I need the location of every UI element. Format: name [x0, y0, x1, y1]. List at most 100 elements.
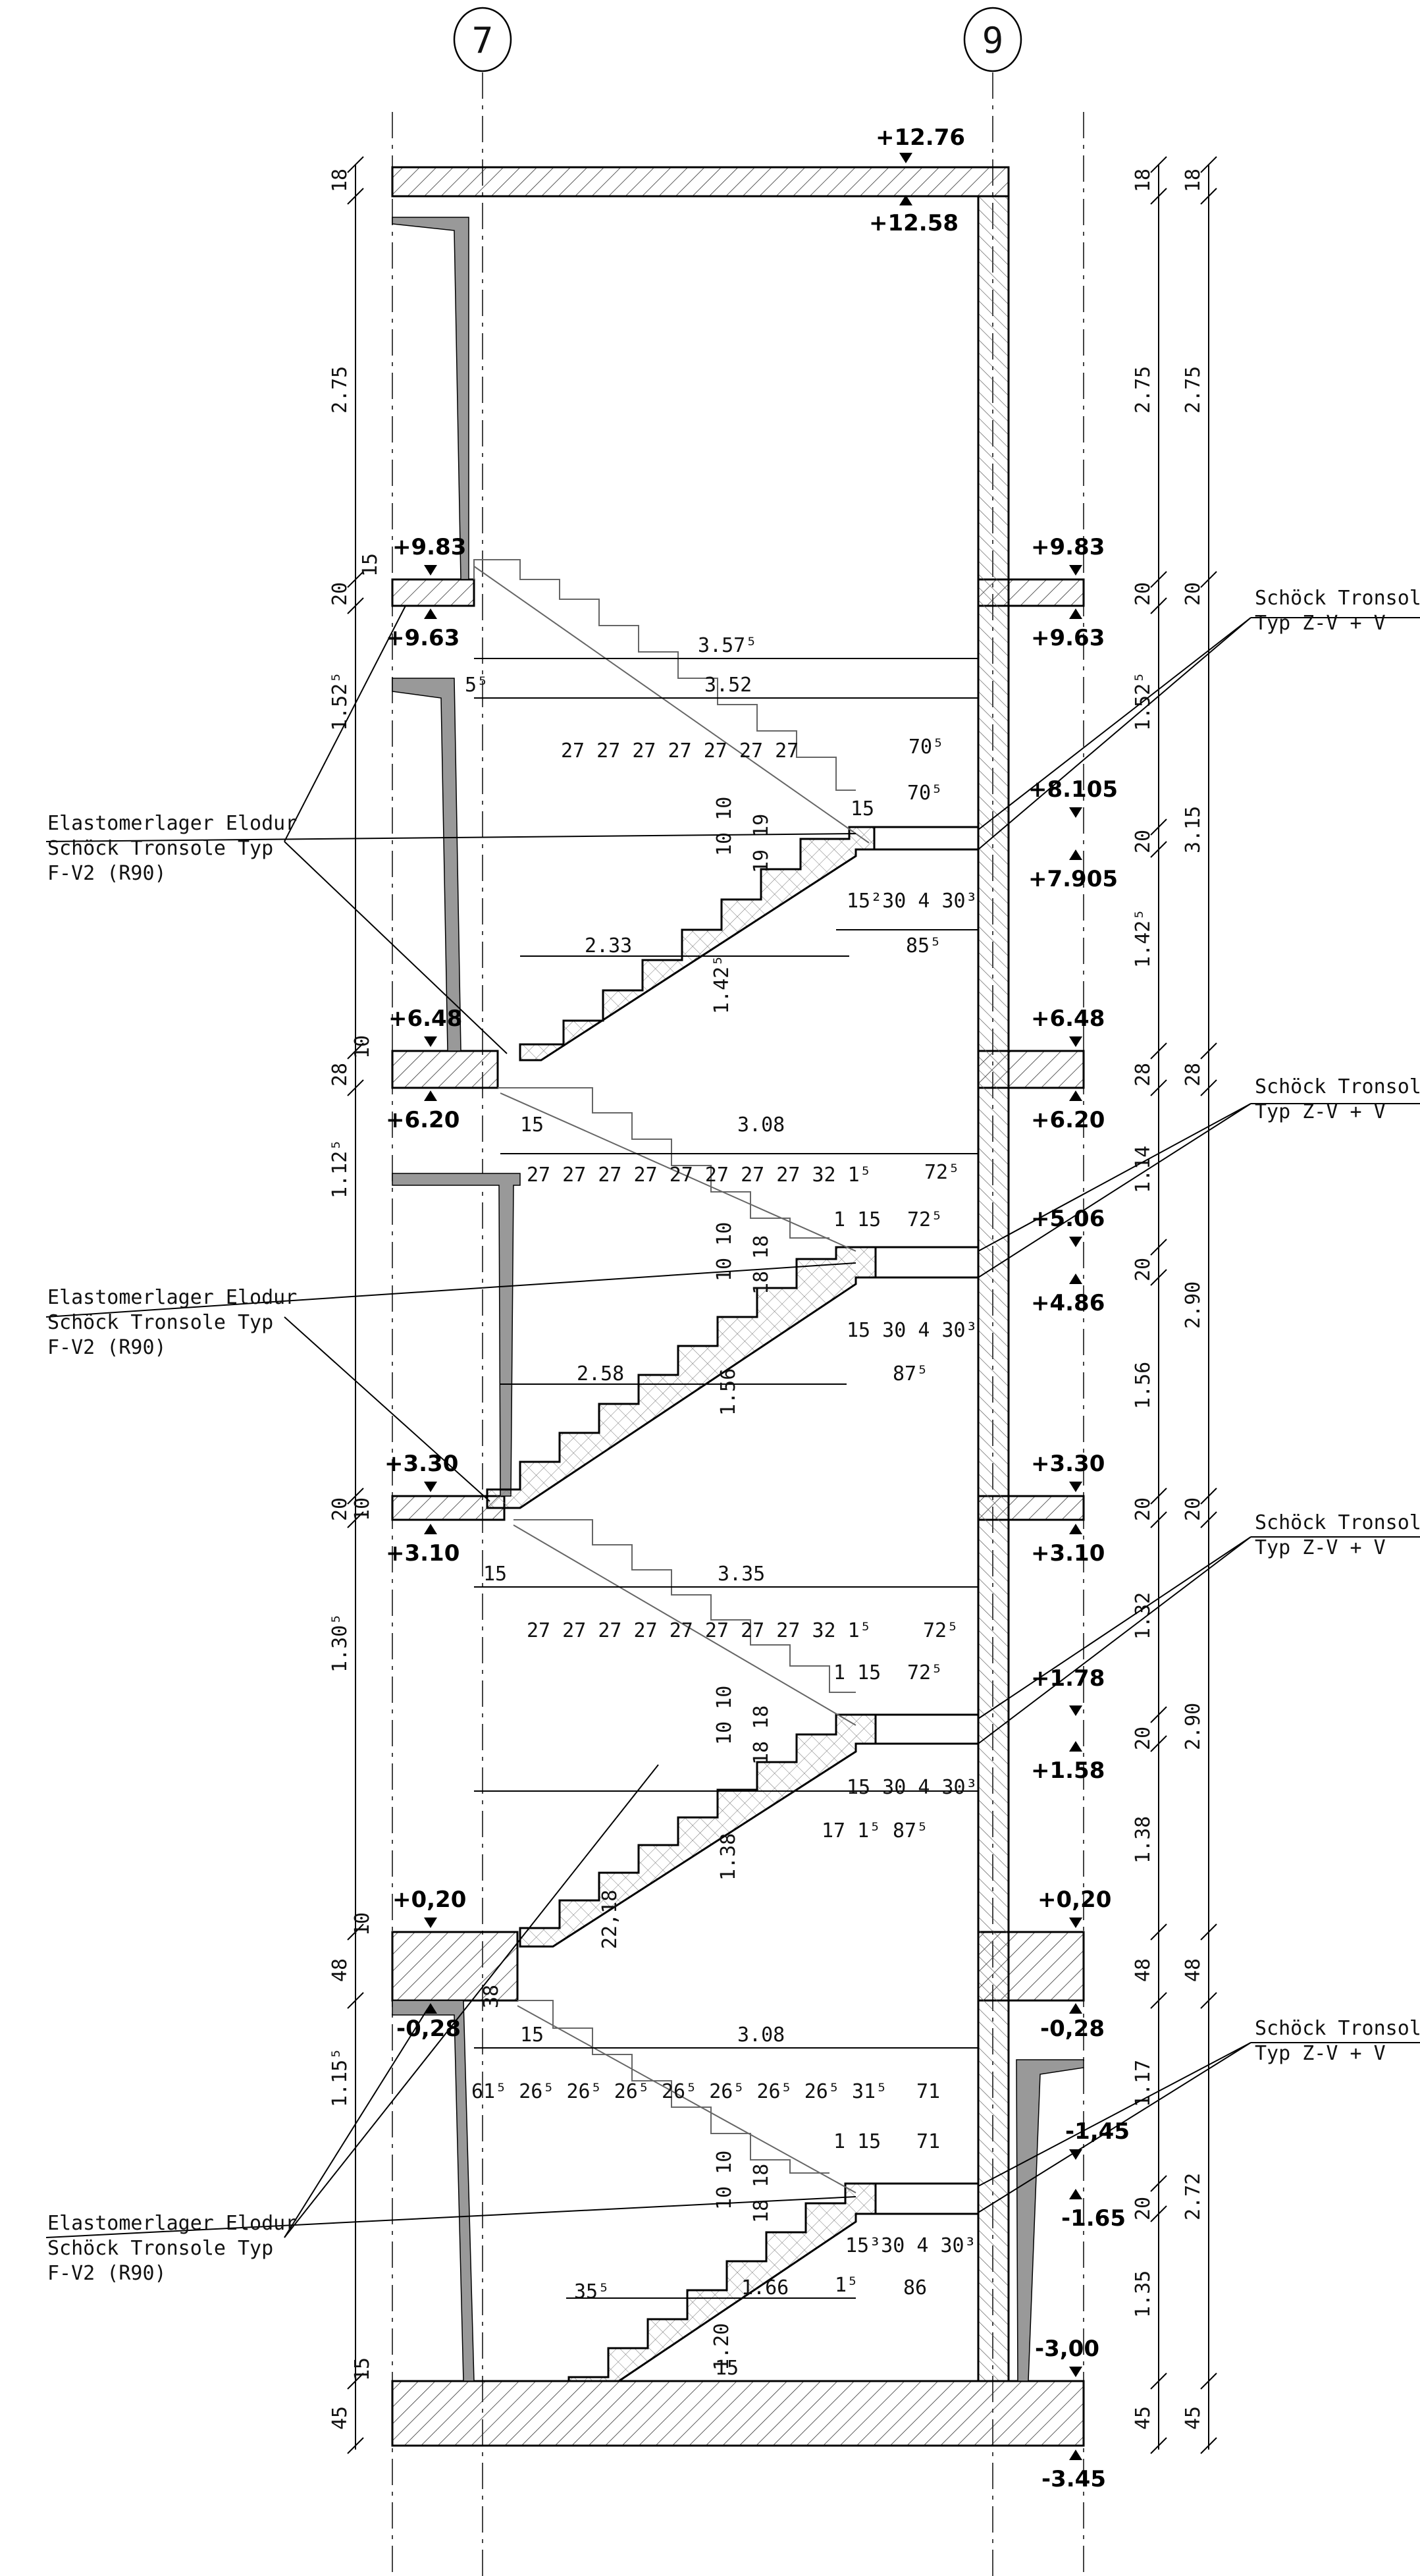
- level-labels-right: +12.76 +12.58 +9.83 +9.63 +8.105 +7.905 …: [869, 124, 1130, 2492]
- dim-right-13: 1.38: [1132, 1816, 1155, 1864]
- dim-right-16: 20: [1132, 2197, 1155, 2220]
- dim-right-12: 20: [1132, 1727, 1155, 1750]
- dim-total-4: 28: [1182, 1063, 1205, 1087]
- level-963-r: +9.63: [1031, 625, 1105, 651]
- f4-offset: 1 15: [833, 2130, 881, 2153]
- level-8105: +8.105: [1028, 776, 1118, 803]
- dim-total-2: 20: [1182, 582, 1205, 606]
- axis-label-7: 7: [472, 20, 494, 61]
- f1-landing: 70⁵: [908, 736, 944, 759]
- dim-right-18: 45: [1132, 2406, 1155, 2430]
- f2-span: 2.58: [577, 1362, 624, 1385]
- dim-right-7: 1.14: [1132, 1146, 1155, 1193]
- level-028-r: -0,28: [1040, 2016, 1105, 2042]
- level-983-l: +9.83: [392, 534, 466, 560]
- flight-3-dims: 3.35 15 27 27 27 27 27 27 27 27 32 1⁵ 72…: [483, 1563, 978, 1881]
- f3-rise: 1.38: [717, 1833, 740, 1881]
- f4-bottom2: 86: [903, 2276, 927, 2299]
- f4-landing: 71: [916, 2080, 940, 2103]
- note-left-3: Elastomerlager Elodur Schöck Tronsole Ty…: [47, 2212, 298, 2285]
- dim-left-7: 1.12⁵: [329, 1139, 352, 1198]
- level-028-l: -0,28: [396, 2016, 461, 2042]
- level-620-l: +6.20: [386, 1107, 460, 1133]
- dim-right-17: 1.35: [1132, 2270, 1155, 2318]
- misc-15b: 15: [715, 2357, 739, 2380]
- dim-total-5: 2.90: [1182, 1281, 1205, 1329]
- slab-648-left: [391, 1050, 499, 1089]
- f1-bottom2: 85⁵: [906, 934, 941, 957]
- f1-bottom: 15²30 4 30³: [847, 890, 978, 913]
- f3-bottom: 15 30 4 30³: [847, 1776, 978, 1799]
- f2-bottom: 15 30 4 30³: [847, 1319, 978, 1342]
- dim-right-0: 18: [1132, 169, 1155, 192]
- dim-left-12: 10: [351, 1912, 374, 1936]
- flight-3: [519, 1713, 980, 1948]
- axis-bubble-7: 7: [453, 7, 512, 72]
- f4-treads: 61⁵ 26⁵ 26⁵ 26⁵ 26⁵ 26⁵ 26⁵ 26⁵ 31⁵: [471, 2080, 887, 2103]
- level-178: +1.78: [1031, 1665, 1105, 1692]
- dim-right-10: 20: [1132, 1497, 1155, 1521]
- f4-rise: 1.20: [710, 2323, 733, 2371]
- flight-4-upper: [517, 2000, 856, 2193]
- dim-total-1: 2.75: [1182, 366, 1205, 414]
- dim-left-1: 2.75: [329, 366, 352, 414]
- level-486: +4.86: [1031, 1290, 1105, 1316]
- level-963-l: +9.63: [386, 625, 460, 651]
- f2-rise: 1.56: [717, 1368, 740, 1416]
- misc-15: 1⁵: [835, 2274, 858, 2297]
- f1-run: 3.57⁵: [698, 634, 757, 657]
- dim-right-2: 20: [1132, 582, 1155, 606]
- dim-left-15: 15: [351, 2357, 374, 2381]
- base-slab: [391, 2380, 1085, 2447]
- f4-steps-v: 10 10: [713, 2151, 736, 2210]
- f3-landing2: 72⁵: [907, 1661, 943, 1684]
- dim-left-0: 18: [329, 169, 352, 192]
- flight-4-dims: 3.08 15 61⁵ 26⁵ 26⁵ 26⁵ 26⁵ 26⁵ 26⁵ 26⁵ …: [471, 2024, 976, 2371]
- f2-treads: 27 27 27 27 27 27 27 27 32 1⁵: [527, 1164, 872, 1187]
- dim-left-9: 10: [351, 1497, 374, 1521]
- dim-left-10: 1.30⁵: [329, 1613, 352, 1673]
- f3-offset: 1 15: [833, 1661, 881, 1684]
- f2-run: 3.08: [737, 1114, 785, 1137]
- level-300: -3,00: [1035, 2336, 1099, 2362]
- dim-left-8: 20: [329, 1497, 352, 1521]
- f1-run2: 3.52: [704, 674, 752, 697]
- f3-bottom2: 87⁵: [893, 1819, 928, 1842]
- f2-steps-v2: 18 18: [750, 1235, 773, 1295]
- dim-right-8: 20: [1132, 1258, 1155, 1281]
- f2-landing2: 72⁵: [907, 1208, 943, 1231]
- flight-1-upper: [473, 559, 870, 844]
- dim-right-11: 1.32: [1132, 1592, 1155, 1640]
- f3-steps-v: 10 10: [713, 1686, 736, 1745]
- dim-total-8: 48: [1182, 1958, 1205, 1982]
- dim-right-5: 1.42⁵: [1132, 909, 1155, 968]
- dimension-lines: [355, 165, 1209, 2450]
- level-1276: +12.76: [876, 124, 965, 151]
- f2-landing: 72⁵: [924, 1161, 960, 1184]
- flight-1-dims: 3.57⁵ 3.52 5⁵ 27 27 27 27 27 27 27 70⁵ 7…: [465, 634, 978, 1014]
- dim-left-2: 20: [329, 582, 352, 606]
- dim-right-9: 1.56: [1132, 1362, 1155, 1409]
- right-wall: [977, 195, 1010, 2382]
- level-648-l: +6.48: [388, 1006, 462, 1032]
- slab-983-left: [391, 578, 475, 607]
- dim-total-3: 3.15: [1182, 806, 1205, 853]
- dim-total-6: 20: [1182, 1497, 1205, 1521]
- flight-2: [486, 1246, 980, 1509]
- misc-2218: 22,18: [598, 1890, 621, 1949]
- misc-171: 17 1⁵: [822, 1819, 881, 1842]
- f4-start: 15: [520, 2024, 544, 2047]
- note-right-1: Schöck Tronsol Typ Z-V + V: [1255, 587, 1420, 635]
- dim-right-14: 48: [1132, 1958, 1155, 1982]
- level-020-r: +0,20: [1038, 1887, 1111, 1913]
- level-983-r: +9.83: [1031, 534, 1105, 560]
- dims-right-totals: 18 2.75 20 3.15 28 2.90 20 2.90 48 2.72 …: [1182, 169, 1205, 2430]
- f1-span: 2.33: [585, 934, 632, 957]
- f4-span: 1.66: [741, 2276, 789, 2299]
- dim-total-7: 2.90: [1182, 1703, 1205, 1750]
- f1-treads: 27 27 27 27 27 27 27: [561, 739, 799, 763]
- roof-slab: [391, 166, 1010, 198]
- level-310-r: +3.10: [1031, 1540, 1105, 1567]
- level-345: -3.45: [1041, 2466, 1106, 2492]
